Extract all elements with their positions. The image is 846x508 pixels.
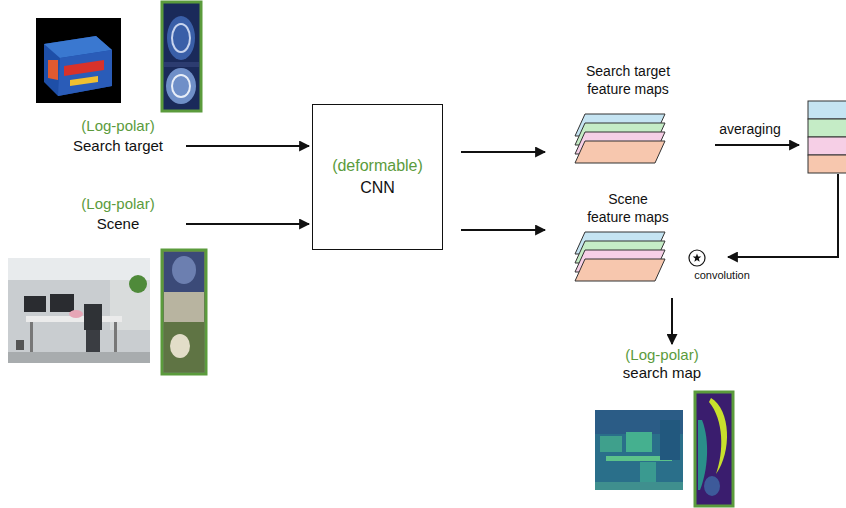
input-label: (Log-polar)Scene [50, 194, 186, 234]
output-label: (Log-polar)search map [612, 346, 712, 382]
flow-arrow [671, 298, 673, 344]
log-polar-scene [162, 250, 206, 374]
flow-arrow [461, 151, 545, 153]
cnn-box: (deformable)CNN [312, 104, 443, 250]
scene-photo [8, 258, 150, 363]
search-target-feature-stack [575, 114, 665, 163]
log-polar-search-map [695, 392, 733, 506]
node-subtitle: (deformable) [332, 155, 423, 177]
node-title: Scene feature maps [586, 190, 670, 226]
input-label: (Log-polar)Search target [50, 116, 186, 156]
node-subtitle: (Log-polar) [50, 116, 186, 136]
search-map-image [595, 410, 683, 490]
averaging-arrow [715, 144, 799, 146]
node-title: search map [612, 364, 712, 382]
node-title: Search target feature maps [573, 62, 683, 98]
log-polar-target [162, 2, 201, 111]
convolution-symbol [689, 250, 705, 266]
averaged-vector [808, 101, 846, 173]
scene-feature-stack [575, 232, 665, 281]
operation-label: averaging [710, 121, 790, 138]
kernel-feedback-line [728, 174, 838, 257]
flow-arrow [186, 145, 309, 147]
flow-arrow [186, 223, 309, 225]
feature-map-stack: Search target feature maps [548, 60, 708, 172]
target-photo [36, 18, 121, 103]
operation-label: convolution [684, 268, 760, 282]
node-title: Search target [50, 136, 186, 156]
node-subtitle: (Log-polar) [50, 194, 186, 214]
flow-arrow [461, 229, 545, 231]
feature-map-stack: Scene feature maps [548, 188, 708, 292]
node-subtitle: (Log-polar) [612, 346, 712, 364]
node-title: Scene [50, 214, 186, 234]
node-title: CNN [360, 177, 395, 199]
